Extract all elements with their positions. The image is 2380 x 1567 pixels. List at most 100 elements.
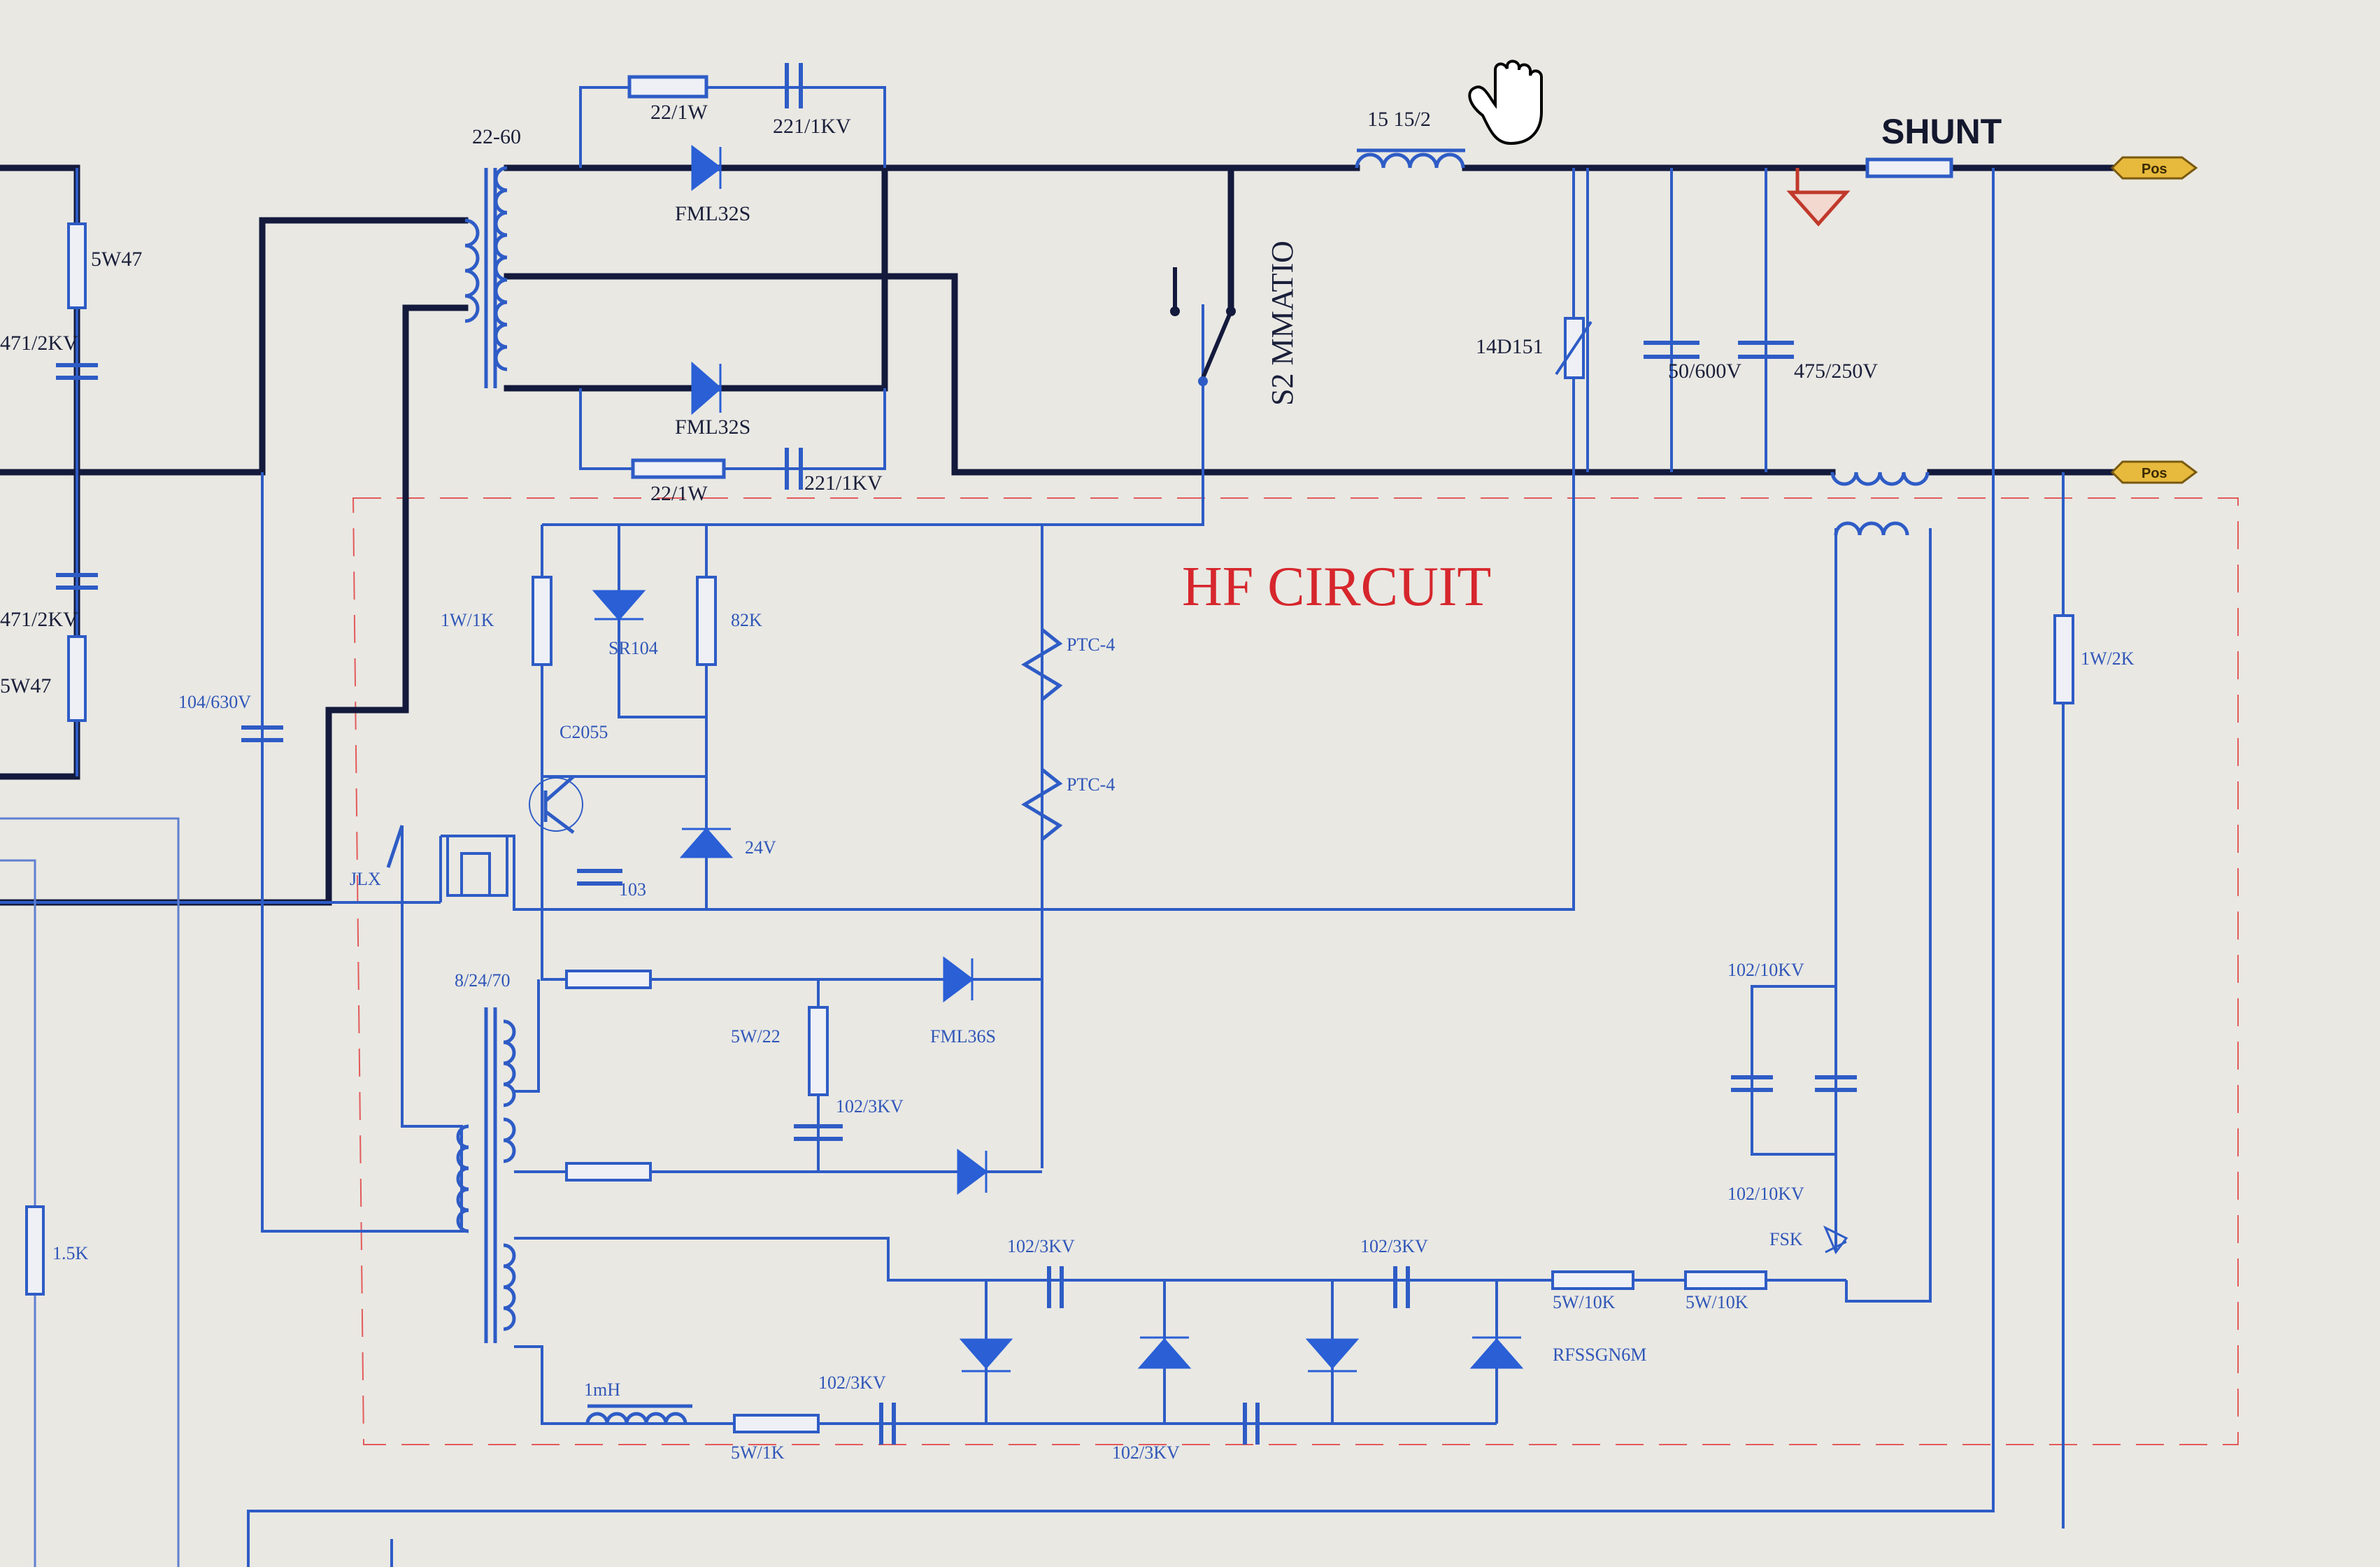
label-spark-gap: FSK [1769,1229,1803,1249]
capacitor-50-600v [1644,341,1700,359]
label-snubber-bottom-resistor: 22/1W [650,482,708,505]
diode-mult-3 [1305,1338,1360,1373]
ground-icon [1786,168,1851,227]
magnetics [446,148,1930,1424]
label-caps-hv-top: 102/10KV [1727,960,1804,980]
label-ptc-2: PTC-4 [1067,774,1115,795]
label-transformer-main: 22-60 [472,125,521,148]
diode-fml32s-mid [691,361,722,416]
diode-fml36s [943,956,974,1002]
transistor-c2055 [543,775,575,834]
diode-mult-2 [1137,1336,1192,1369]
label-mult-r-1: 5W/10K [1553,1292,1616,1312]
switch-s2 [1173,267,1234,381]
transformer-22-60-primary [464,218,480,323]
label-hf-transformer-tap: 8/24/70 [455,970,510,991]
resistor-5w47-bottom [67,635,87,722]
label-left-resistor-1: 5W47 [91,248,142,271]
resistors [25,75,2074,1433]
label-r-82k: 82K [731,610,762,630]
ptc-2 [1021,768,1063,841]
label-mult-cap-3: 102/3KV [1112,1442,1180,1463]
signal-wiring [0,86,2065,1567]
resistor-22-1w-bottom [631,458,726,479]
capacitor-104-630v [241,725,283,742]
resistor-82k [696,576,717,666]
misc-symbols [386,59,2198,1254]
capacitor-475-250v [1738,341,1794,359]
current-transformer [1830,471,1930,486]
label-inductor-output: 15 15/2 [1367,108,1431,131]
diode-sr104 [592,590,646,621]
label-switch: S2 MMATIO [1265,241,1299,406]
resistor-8-24-70 [565,970,652,989]
capacitor-mult-1 [1047,1266,1064,1308]
label-mult-cap-2: 102/3KV [1360,1236,1428,1256]
label-left-resistor-2: 5W47 [0,674,51,697]
resistor-5w22 [808,1006,829,1096]
label-thermistor: 14D151 [1476,335,1544,358]
label-zener-24v: 24V [745,837,776,858]
capacitor-mult-2 [1393,1266,1410,1308]
label-left-cap-2: 471/2KV [0,608,78,631]
capacitor-221-1kv-bottom [785,448,803,490]
diodes [592,145,1524,1373]
label-cap-103: 103 [619,879,646,900]
power-wiring [0,164,2116,906]
resistor-1w1k [532,576,553,666]
inductor-1mh [585,1412,687,1424]
label-snubber-top-capacitor: 221/1KV [773,115,851,138]
label-caps-hv-bottom: 102/10KV [1727,1184,1804,1204]
thermistor-14d151 [1564,317,1585,379]
label-r-1w2k: 1W/2K [2081,648,2135,669]
label-snubber-top-resistor: 22/1W [650,101,708,124]
diode-fml32s-top [691,145,722,191]
shunt-label: SHUNT [1881,112,2002,151]
resistor-5w10k-2 [1684,1270,1767,1290]
capacitor-hv-right [1815,1075,1857,1092]
terminal-label-top: Pos [2142,162,2167,177]
label-left-cap-1: 471/2KV [0,332,78,355]
label-ptc-1: PTC-4 [1067,634,1115,655]
resistor-5w10k-1 [1551,1270,1634,1290]
label-cap-left-mid: 104/630V [178,692,251,712]
transformer-22-60-secondary [494,166,508,371]
hf-transformer-secondary [503,1019,516,1331]
label-hf-inductor: 1mH [584,1380,620,1400]
relay-jlx-coil [446,835,508,897]
resistor-1w2k [2053,614,2074,704]
label-cap-102: 102/3KV [836,1096,904,1116]
label-cap-output-1: 50/600V [1668,360,1741,383]
spark-gap-icon [1823,1225,1848,1254]
label-r-5w22: 5W/22 [731,1026,781,1047]
label-r-left-bottom: 1.5K [52,1243,89,1263]
resistor-left-bottom [25,1205,45,1296]
label-mult-diode: RFSSGN6M [1553,1345,1646,1365]
terminal-pos-top [2110,156,2198,180]
relay-contact [386,825,404,868]
label-diode-fml: FML36S [930,1026,996,1047]
diode-mult-1 [959,1338,1013,1373]
hf-circuit-title: HF CIRCUIT [1182,556,1491,618]
resistor-lower-feed [565,1162,652,1182]
resistor-5w1k [733,1414,820,1433]
label-r-5w1k: 5W/1K [731,1442,785,1463]
capacitor-102-3kv [794,1124,843,1141]
label-relay: JLX [350,869,381,889]
resistor-shunt [1865,157,1953,178]
label-cap-bottom-1: 102/3KV [818,1373,886,1393]
capacitor-471-2kv-bottom [56,573,98,590]
hf-boundary [352,497,2239,1445]
label-mult-r-2: 5W/10K [1686,1292,1748,1312]
capacitor-221-1kv-top [785,63,803,108]
terminal-pos-bottom [2110,460,2198,484]
label-mult-cap-1: 102/3KV [1007,1236,1075,1256]
resistor-22-1w-top [627,75,708,99]
label-diode-top: FML32S [675,202,750,225]
diode-mult-4 [1469,1336,1524,1369]
capacitor-bottom-1 [879,1403,896,1445]
label-transistor: C2055 [560,722,608,742]
label-r-1w1k: 1W/1K [441,610,494,630]
